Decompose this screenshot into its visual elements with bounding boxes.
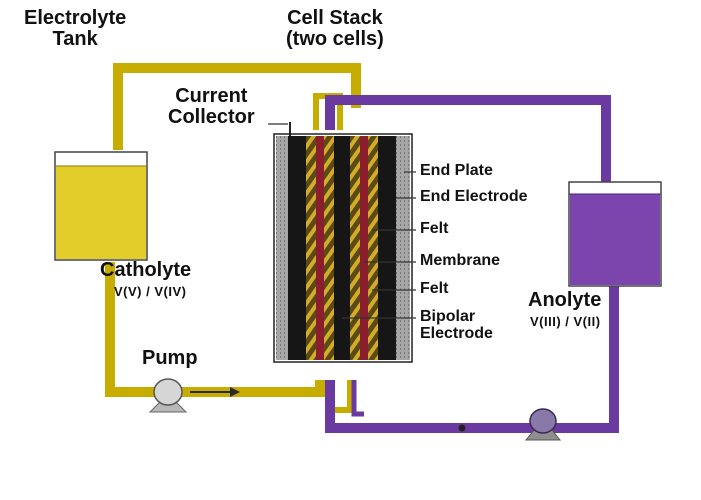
anolyte-pipe-top	[325, 95, 611, 188]
felt-left-2	[350, 136, 360, 360]
electrolyte-tank-label-line1: Electrolyte	[24, 7, 127, 29]
cell-stack-label: Cell Stack (two cells)	[286, 8, 384, 50]
current-collector-label-line1: Current	[175, 85, 248, 107]
end-plate-right	[396, 136, 410, 360]
cell-stack-label-line1: Cell Stack	[287, 7, 383, 29]
current-collector-label-line2: Collector	[168, 106, 255, 128]
cell-stack-label-line2: (two cells)	[286, 28, 384, 50]
anolyte-label: Anolyte	[528, 289, 602, 311]
anolyte-flow-dot	[458, 424, 466, 432]
membrane-1	[316, 136, 324, 360]
membrane-2	[360, 136, 368, 360]
electrolyte-tank-label: Electrolyte Tank	[24, 8, 126, 50]
anolyte-loop	[325, 95, 619, 433]
stack-layer-felt-2: Felt	[420, 280, 449, 297]
catholyte-species-label: V(V) / V(IV)	[114, 284, 187, 299]
anolyte-pipe-bottom	[325, 282, 619, 433]
cell-stack	[273, 122, 413, 363]
stack-layer-end-plate: End Plate	[420, 162, 493, 179]
catholyte-pipe-top	[113, 63, 361, 150]
felt-left-1	[306, 136, 316, 360]
bipolar-electrode	[334, 136, 350, 360]
anolyte-species-label: V(III) / V(II)	[530, 314, 601, 329]
felt-right-2	[368, 136, 378, 360]
felt-right-1	[324, 136, 334, 360]
bipolar-electrode-label-line2: Electrode	[420, 324, 493, 342]
anolyte-tank	[568, 181, 662, 287]
stack-layer-membrane: Membrane	[420, 252, 501, 269]
anolyte-pump-icon	[524, 408, 562, 441]
end-plate-left	[276, 136, 288, 360]
catholyte-label: Catholyte	[100, 259, 192, 281]
pump-icon	[148, 378, 188, 413]
catholyte-tank	[54, 151, 148, 261]
pump-label: Pump	[142, 347, 198, 369]
bipolar-electrode-label-line1: Bipolar	[420, 308, 476, 325]
stack-layer-end-electrode: End Electrode	[420, 188, 528, 205]
flow-arrow-icon	[190, 387, 240, 397]
leader-lines	[268, 123, 416, 319]
bipolar-electrode-label: Bipolar Electrode	[420, 308, 493, 343]
electrolyte-tank-label-line2: Tank	[52, 28, 98, 50]
current-collector-label: Current Collector	[168, 86, 255, 128]
end-electrode-left	[288, 136, 306, 360]
end-electrode-right	[378, 136, 396, 360]
anolyte-pipe-stub	[351, 380, 364, 417]
stack-layer-felt-1: Felt	[420, 220, 449, 237]
